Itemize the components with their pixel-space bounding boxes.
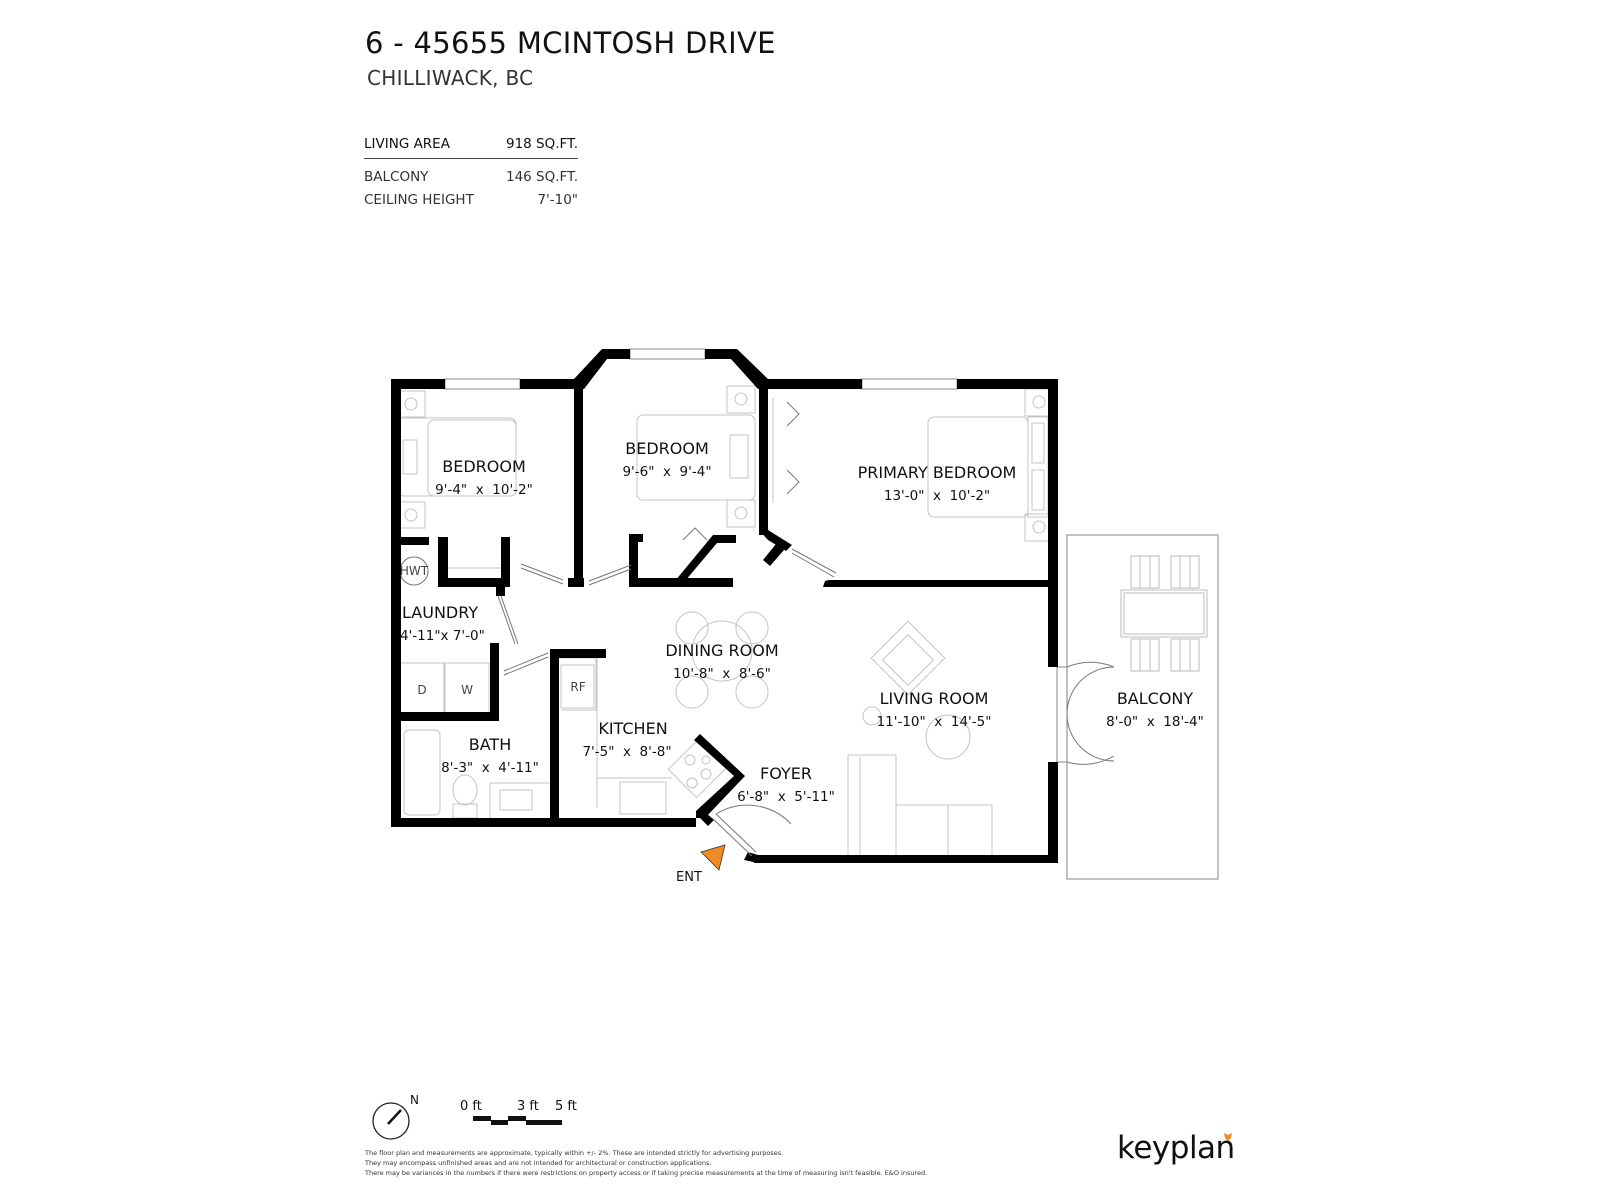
room-dims-bedroom-2: 9'-6" x 9'-4" — [622, 464, 711, 480]
fridge-label: RF — [570, 680, 585, 694]
stat-row-balcony: BALCONY 146 SQ.FT. — [364, 165, 578, 188]
stat-row-living-area: LIVING AREA 918 SQ.FT. — [364, 130, 578, 159]
dryer-label: D — [417, 683, 426, 697]
stat-value: 146 SQ.FT. — [505, 168, 578, 185]
nightstand-icon — [397, 390, 426, 418]
room-dims-bedroom-1: 9'-4" x 10'-2" — [435, 482, 533, 498]
room-name-primary-bedroom: PRIMARY BEDROOM — [858, 463, 1017, 482]
disclaimer-line: The floor plan and measurements are appr… — [365, 1149, 784, 1157]
entry-arrow-icon — [700, 844, 726, 871]
keyplan-logo-mark-icon — [1224, 1133, 1232, 1141]
disclaimer-line: There may be variances in the numbers if… — [365, 1169, 928, 1177]
property-city-subtitle: CHILLIWACK, BC — [367, 66, 534, 90]
stat-row-ceiling-height: CEILING HEIGHT 7'-10" — [364, 188, 578, 211]
north-compass-icon: N — [372, 1093, 419, 1140]
room-name-kitchen: KITCHEN — [598, 719, 667, 738]
door-swings — [497, 401, 1115, 857]
room-name-dining-room: DINING ROOM — [665, 641, 778, 660]
scale-label-5: 5 ft — [555, 1099, 577, 1114]
stat-label: CEILING HEIGHT — [364, 191, 474, 208]
area-stats-table: LIVING AREA 918 SQ.FT. BALCONY 146 SQ.FT… — [364, 130, 578, 211]
room-name-bath: BATH — [469, 735, 511, 754]
room-dims-bath: 8'-3" x 4'-11" — [441, 760, 539, 776]
walls — [391, 349, 1058, 863]
room-labels: BEDROOM 9'-4" x 10'-2" BEDROOM 9'-6" x 9… — [400, 439, 1204, 805]
room-name-balcony: BALCONY — [1117, 689, 1194, 708]
room-dims-laundry: 4'-11"x 7'-0" — [400, 628, 485, 644]
room-name-bedroom-1: BEDROOM — [442, 457, 526, 476]
room-dims-foyer: 6'-8" x 5'-11" — [737, 789, 835, 805]
room-name-living-room: LIVING ROOM — [880, 689, 989, 708]
room-dims-dining-room: 10'-8" x 8'-6" — [673, 666, 771, 682]
entry-label: ENT — [676, 870, 702, 885]
room-dims-balcony: 8'-0" x 18'-4" — [1106, 714, 1204, 730]
washer-label: W — [461, 683, 473, 697]
property-address-title: 6 - 45655 MCINTOSH DRIVE — [365, 26, 776, 60]
disclaimer: The floor plan and measurements are appr… — [365, 1148, 927, 1178]
stat-value: 7'-10" — [537, 191, 578, 208]
room-dims-kitchen: 7'-5" x 8'-8" — [582, 744, 671, 760]
north-label: N — [410, 1093, 419, 1107]
scale-bar: 0 ft 3 ft 5 ft — [460, 1099, 577, 1125]
room-dims-living-room: 11'-10" x 14'-5" — [877, 714, 992, 730]
room-name-foyer: FOYER — [760, 764, 812, 783]
stat-label: LIVING AREA — [364, 136, 450, 152]
room-name-laundry: LAUNDRY — [402, 603, 478, 622]
keyplan-logo: keyplan — [1117, 1130, 1235, 1166]
scale-label-0: 0 ft — [460, 1099, 482, 1114]
stat-label: BALCONY — [364, 168, 429, 185]
scale-label-3: 3 ft — [517, 1099, 539, 1114]
disclaimer-line: They may encompass unfinished areas and … — [365, 1159, 712, 1167]
room-name-bedroom-2: BEDROOM — [625, 439, 709, 458]
hwt-label: HWT — [400, 564, 429, 578]
stat-value: 918 SQ.FT. — [505, 136, 578, 152]
balcony-table-set-icon — [1120, 555, 1208, 672]
room-dims-primary-bedroom: 13'-0" x 10'-2" — [884, 488, 990, 504]
